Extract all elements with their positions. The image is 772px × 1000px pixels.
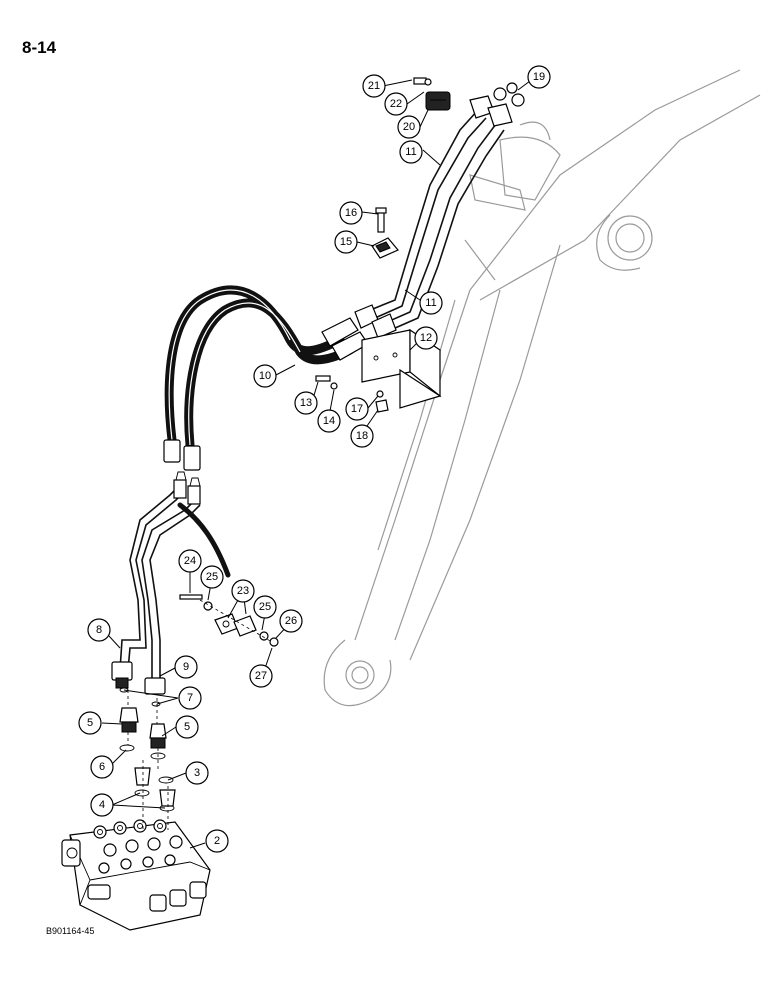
svg-text:27: 27 bbox=[255, 670, 267, 682]
svg-text:22: 22 bbox=[390, 98, 402, 110]
clamp-assembly-lower bbox=[179, 594, 279, 647]
callout-9: 9 bbox=[174, 655, 198, 679]
callout-25-right: 25 bbox=[253, 595, 277, 619]
clamp-middle bbox=[371, 207, 399, 259]
callout-10: 10 bbox=[253, 364, 277, 388]
callout-26: 26 bbox=[279, 609, 303, 633]
control-valve-block bbox=[61, 819, 211, 931]
page-number: 8-14 bbox=[22, 38, 57, 57]
svg-text:12: 12 bbox=[420, 332, 432, 344]
svg-text:26: 26 bbox=[285, 615, 297, 627]
svg-text:25: 25 bbox=[206, 571, 218, 583]
mounting-bracket bbox=[315, 328, 442, 413]
svg-text:18: 18 bbox=[356, 430, 368, 442]
callout-14: 14 bbox=[317, 409, 341, 433]
svg-text:23: 23 bbox=[237, 585, 249, 597]
svg-text:20: 20 bbox=[403, 121, 415, 133]
steel-tubes-upper bbox=[354, 82, 525, 339]
callout-19: 19 bbox=[527, 65, 551, 89]
leader-lines bbox=[101, 77, 535, 849]
svg-text:8: 8 bbox=[96, 624, 102, 636]
callout-13: 13 bbox=[294, 391, 318, 415]
figure-code: B901164-45 bbox=[46, 926, 95, 936]
clamp-upper bbox=[413, 77, 451, 111]
callout-25-left: 25 bbox=[200, 565, 224, 589]
callout-21: 21 bbox=[362, 74, 386, 98]
svg-text:16: 16 bbox=[345, 207, 357, 219]
callout-16: 16 bbox=[339, 201, 363, 225]
callout-17: 17 bbox=[345, 397, 369, 421]
svg-text:4: 4 bbox=[99, 799, 105, 811]
callout-11-upper: 11 bbox=[399, 140, 423, 164]
callout-2: 2 bbox=[205, 829, 229, 853]
svg-text:11: 11 bbox=[405, 146, 416, 158]
callout-8: 8 bbox=[87, 618, 111, 642]
svg-text:11: 11 bbox=[425, 297, 436, 309]
svg-text:25: 25 bbox=[259, 601, 271, 613]
callout-5-left: 5 bbox=[78, 711, 102, 735]
svg-text:14: 14 bbox=[323, 415, 335, 427]
callout-3: 3 bbox=[185, 761, 209, 785]
callout-5-right: 5 bbox=[175, 715, 199, 739]
svg-text:15: 15 bbox=[340, 236, 352, 248]
fittings-stack bbox=[119, 672, 176, 830]
svg-text:19: 19 bbox=[533, 71, 545, 83]
svg-text:5: 5 bbox=[87, 717, 93, 729]
svg-text:2: 2 bbox=[214, 835, 220, 847]
callout-15: 15 bbox=[334, 230, 358, 254]
svg-text:9: 9 bbox=[183, 661, 189, 673]
svg-text:17: 17 bbox=[351, 403, 363, 415]
callout-18: 18 bbox=[350, 424, 374, 448]
boom-arm bbox=[323, 69, 761, 707]
svg-text:24: 24 bbox=[184, 555, 196, 567]
callout-7: 7 bbox=[178, 686, 202, 710]
callout-24: 24 bbox=[178, 549, 202, 573]
callout-12: 12 bbox=[414, 326, 438, 350]
callout-20: 20 bbox=[397, 115, 421, 139]
svg-text:5: 5 bbox=[184, 721, 190, 733]
svg-text:21: 21 bbox=[368, 80, 380, 92]
svg-text:6: 6 bbox=[99, 761, 105, 773]
steel-tubes-lower bbox=[111, 471, 201, 695]
svg-text:7: 7 bbox=[187, 692, 193, 704]
callout-4: 4 bbox=[90, 793, 114, 817]
callout-23: 23 bbox=[231, 579, 255, 603]
callout-11-lower: 11 bbox=[419, 291, 443, 315]
callout-27: 27 bbox=[249, 664, 273, 688]
svg-text:10: 10 bbox=[259, 370, 271, 382]
hydraulic-hoses bbox=[163, 285, 369, 578]
svg-text:13: 13 bbox=[300, 397, 312, 409]
callout-6: 6 bbox=[90, 755, 114, 779]
svg-text:3: 3 bbox=[194, 767, 200, 779]
callout-22: 22 bbox=[384, 92, 408, 116]
